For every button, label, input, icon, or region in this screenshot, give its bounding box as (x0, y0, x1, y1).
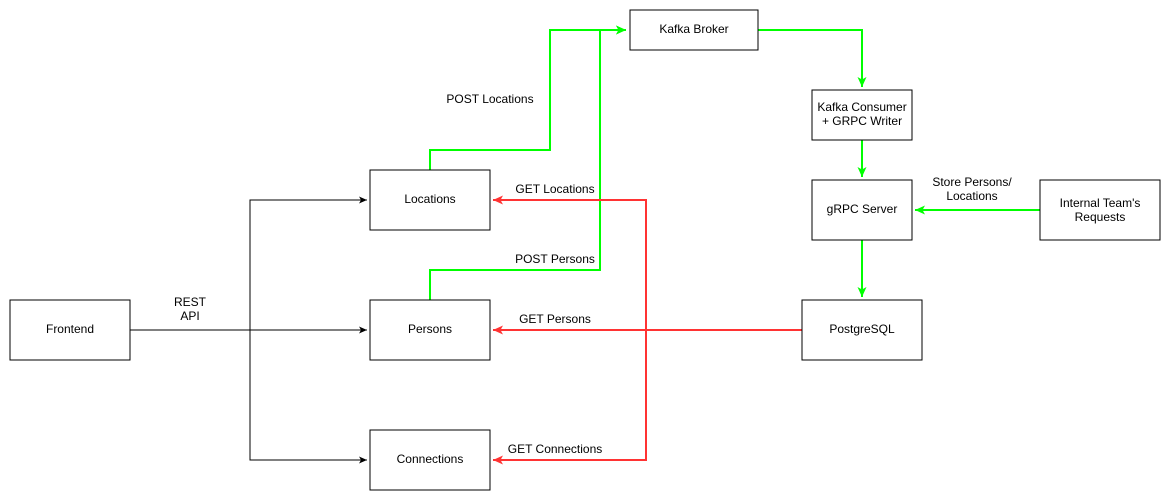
node-postgresql-label: PostgreSQL (829, 322, 895, 336)
node-frontend: Frontend (10, 300, 130, 360)
node-persons-label: Persons (408, 322, 452, 336)
node-kafka-broker-label: Kafka Broker (659, 22, 728, 36)
rest-api-label: REST (174, 295, 207, 309)
get-persons-label: GET Persons (519, 312, 591, 326)
rest-api-label: API (180, 309, 199, 323)
store-persons-label: Locations (946, 189, 997, 203)
node-internal-requests: Internal Team's Requests (1040, 180, 1160, 240)
node-grpc-server-label: gRPC Server (827, 202, 898, 216)
node-locations-label: Locations (404, 192, 455, 206)
node-internal-requests-label: Requests (1075, 210, 1126, 224)
node-locations: Locations (370, 170, 490, 230)
node-connections-label: Connections (397, 452, 464, 466)
node-kafka-broker: Kafka Broker (630, 10, 758, 50)
node-internal-requests-label: Internal Team's (1060, 196, 1141, 210)
node-persons: Persons (370, 300, 490, 360)
edge-frontend-to-locations (250, 200, 367, 330)
rest-api-edges (130, 200, 367, 460)
edge-postgresql-to-connections (493, 330, 646, 460)
node-frontend-label: Frontend (46, 322, 94, 336)
edge-kafka-to-consumer (758, 30, 862, 87)
edge-frontend-to-connections (250, 330, 367, 460)
get-connections-label: GET Connections (508, 442, 603, 456)
get-locations-label: GET Locations (515, 182, 594, 196)
post-locations-label: POST Locations (446, 92, 533, 106)
post-persons-label: POST Persons (515, 252, 595, 266)
store-persons-label: Store Persons/ (932, 175, 1012, 189)
node-kafka-consumer-label: + GRPC Writer (822, 114, 902, 128)
node-kafka-consumer-label: Kafka Consumer (817, 100, 906, 114)
node-kafka-consumer: Kafka Consumer + GRPC Writer (812, 90, 912, 140)
node-postgresql: PostgreSQL (802, 300, 922, 360)
read-flow-edges (493, 200, 802, 460)
node-connections: Connections (370, 430, 490, 490)
node-grpc-server: gRPC Server (812, 180, 912, 240)
